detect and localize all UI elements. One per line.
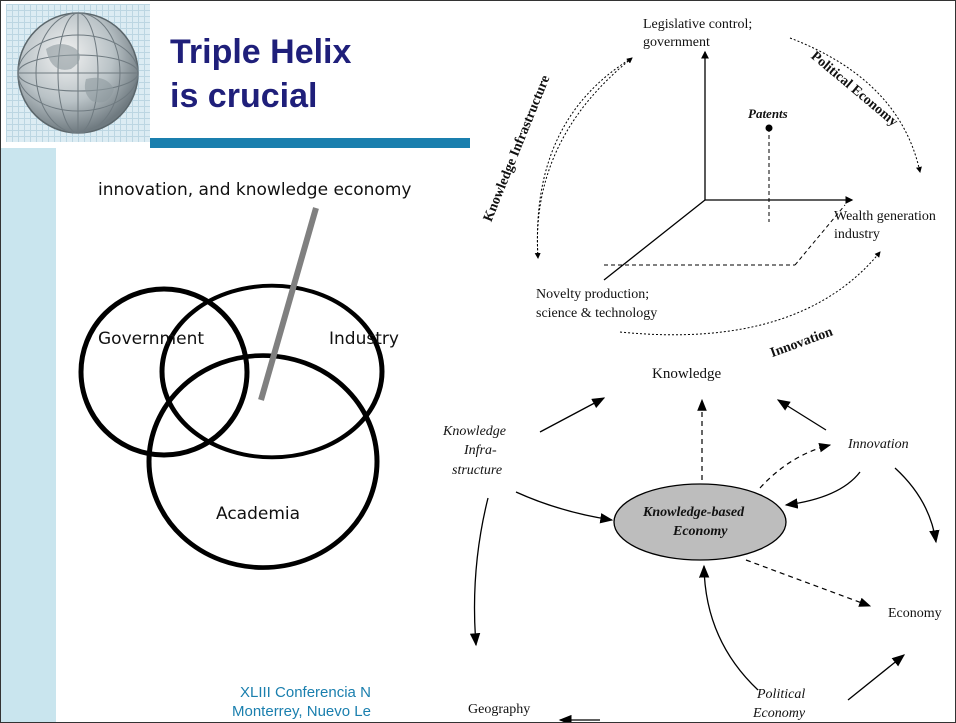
- wealth-label-1: Wealth generation: [834, 209, 936, 224]
- ki-node-line-1: Knowledge: [443, 424, 506, 439]
- circle-government: [78, 286, 250, 458]
- label-academia: Academia: [216, 504, 301, 524]
- venn-diagram: [78, 207, 385, 570]
- axes-3d: [603, 50, 854, 281]
- label-government: Government: [98, 329, 205, 349]
- patents-label: Patents: [748, 106, 788, 121]
- title-line-1: Triple Helix: [170, 33, 352, 71]
- novelty-label-1: Novelty production;: [536, 287, 650, 302]
- patents-dot: [765, 124, 773, 132]
- circle-industry: [159, 283, 385, 460]
- footer-line-2: Monterrey, Nuevo Le: [232, 703, 371, 720]
- globe-logo-box: [6, 4, 150, 142]
- legislative-label-1: Legislative control;: [643, 17, 753, 32]
- novelty-label-2: science & technology: [536, 306, 658, 321]
- kbe-ellipse: [613, 483, 787, 561]
- innovation-node: Innovation: [848, 437, 909, 452]
- pe-node-line-1: Political: [757, 687, 806, 702]
- ki-node-line-3: structure: [452, 463, 503, 478]
- wealth-label-2: industry: [834, 227, 880, 242]
- label-industry: Industry: [329, 329, 399, 349]
- pointer-line: [258, 207, 319, 401]
- geography-node: Geography: [468, 702, 531, 717]
- economy-node: Economy: [888, 606, 942, 621]
- circle-academia: [146, 353, 380, 570]
- kbe-label-1: Knowledge-based: [643, 505, 745, 520]
- arcs-top: [534, 37, 922, 336]
- knowledge-node: Knowledge: [652, 366, 722, 382]
- venn-top-label: innovation, and knowledge economy: [98, 180, 412, 200]
- slide-title: Triple Helix is crucial: [170, 30, 351, 118]
- pe-node-line-2: Economy: [753, 706, 806, 721]
- footer-line-1: XLIII Conferencia N: [240, 684, 371, 701]
- legislative-label-2: government: [643, 35, 710, 50]
- ki-node-line-2: Infra-: [464, 443, 497, 458]
- title-underline: [150, 138, 470, 148]
- venn-panel: innovation, and knowledge economy Govern…: [56, 150, 460, 684]
- title-line-2: is crucial: [170, 77, 318, 115]
- globe-icon: [17, 12, 139, 134]
- kbe-label-2: Economy: [673, 524, 728, 539]
- kbe-network: [469, 397, 940, 723]
